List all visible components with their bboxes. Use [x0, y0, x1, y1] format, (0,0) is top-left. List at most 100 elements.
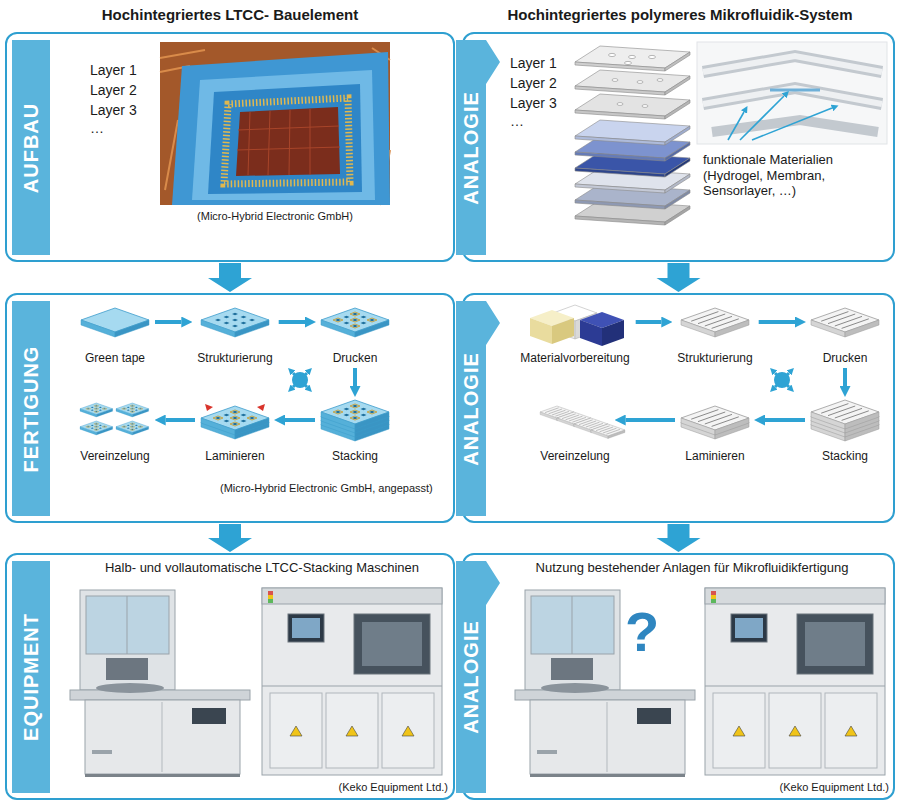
- process-arrow: [626, 418, 675, 422]
- layer-stack: [575, 168, 665, 177]
- column-heading: Hochintegriertes polymeres Mikrofluidik-…: [507, 6, 852, 24]
- arrow-tab-shape: [456, 561, 500, 793]
- ltcc-step-icons: [116, 421, 149, 435]
- ltcc-chip-photo: [237, 109, 340, 175]
- ltcc-step-icons: [333, 404, 377, 420]
- flow-block-arrow: [657, 524, 701, 552]
- iteration-symbol: [293, 373, 295, 375]
- section-tab: AUFBAU: [12, 40, 50, 255]
- flow-block-arrow: [208, 524, 252, 552]
- panel-text: …: [510, 113, 524, 130]
- tab-label: FERTIGUNG: [19, 345, 43, 472]
- ltcc-step-icons: [80, 403, 113, 417]
- text-slot: ?: [625, 598, 659, 665]
- panel-text: funktionale Materialien (Hydrogel, Membr…: [703, 152, 873, 199]
- analogy-arrow-tab: ANALOGIE: [456, 301, 500, 516]
- process-arrow: [765, 418, 805, 422]
- polymer-step-icons: [821, 404, 869, 421]
- text-slot: Nutzung bestehender Anlagen für Mikroflu…: [536, 560, 849, 576]
- stacking-machines: [70, 590, 250, 777]
- tab-label: AUFBAU: [19, 102, 43, 192]
- heading-slot: Hochintegriertes polymeres Mikrofluidik-…: [507, 6, 852, 24]
- text-slot: (Keko Equipment Ltd.): [780, 781, 889, 794]
- stacking-machines: [705, 588, 885, 775]
- step-caption: Drucken: [333, 351, 378, 365]
- iteration-symbol: [775, 373, 777, 375]
- layer-stack: [575, 62, 665, 71]
- panel-text: Layer 1: [510, 55, 557, 72]
- iteration-symbol: [787, 373, 789, 375]
- heading-slot: Hochintegriertes LTCC- Bauelement: [102, 6, 358, 24]
- layer-stack: [665, 142, 690, 161]
- process-arrow: [843, 368, 847, 386]
- process-arrow: [759, 320, 795, 324]
- layer-stack: [612, 79, 618, 82]
- panel-text: (Micro-Hybrid Electronic GmbH): [197, 210, 353, 223]
- microfluidic-3d-view: [752, 108, 832, 140]
- microfluidic-3d-view: [703, 56, 882, 72]
- process-step: Strukturierung: [673, 300, 756, 366]
- section-panel: AUFBAULayer 1Layer 2Layer 3…(Micro-Hybri…: [5, 32, 455, 262]
- process-step: Stacking: [317, 398, 393, 464]
- layer-stack: [665, 190, 690, 209]
- step-caption: Green tape: [85, 351, 145, 365]
- ltcc-step-icons: [87, 405, 106, 412]
- polymer-step-icons: [552, 318, 574, 344]
- microfluidic-3d-view: [703, 56, 882, 72]
- process-arrow: [155, 320, 181, 324]
- polymer-step-icons: [591, 424, 625, 439]
- ltcc-step-icons: [86, 405, 107, 413]
- process-step: Vereinzelung: [536, 398, 613, 464]
- polymer-step-icons: [591, 424, 625, 439]
- tab-label: ANALOGIE: [459, 620, 483, 734]
- analogy-arrow-tab: ANALOGIE: [456, 561, 500, 793]
- layer-stack: [665, 174, 690, 193]
- layer-stack: [625, 61, 632, 64]
- polymer-step-icons: [580, 312, 624, 346]
- panel-text: Layer 3: [90, 102, 137, 119]
- ltcc-step-icons: [123, 423, 142, 430]
- layer-stack: [629, 55, 636, 58]
- iteration-symbol: [292, 372, 308, 388]
- iteration-symbol: [775, 385, 777, 387]
- process-step: Strukturierung: [193, 300, 276, 366]
- analogy-arrow-tab: ANALOGIE: [456, 40, 500, 255]
- polymer-step-icons: [596, 426, 620, 434]
- process-arrow: [636, 320, 662, 324]
- text-slot: (Micro-Hybrid Electronic GmbH): [197, 210, 353, 223]
- iteration-symbol: [292, 372, 790, 388]
- ltcc-step-icons: [80, 308, 389, 441]
- ltcc-step-icons: [257, 404, 265, 411]
- layer-stack: [575, 110, 665, 119]
- microfluidic-3d-view: [728, 112, 744, 140]
- ltcc-step-icons: [122, 405, 143, 413]
- process-step: Laminieren: [197, 398, 273, 464]
- step-caption: Vereinzelung: [80, 449, 149, 463]
- ltcc-chip-photo: [160, 48, 390, 205]
- layer-stack: [575, 86, 665, 95]
- text-slot: (Keko Equipment Ltd.): [339, 781, 448, 794]
- section-tab: FERTIGUNG: [12, 301, 50, 516]
- ltcc-step-icons: [116, 403, 149, 417]
- section-tab: EQUIPMENT: [12, 561, 50, 793]
- step-caption: Strukturierung: [677, 351, 752, 365]
- layer-stack: [665, 206, 690, 225]
- step-caption: Drucken: [823, 351, 868, 365]
- ltcc-step-icons: [122, 423, 143, 431]
- layer-stack: [575, 152, 665, 161]
- microfluidic-3d-view: [703, 88, 882, 104]
- process-step: Drucken: [317, 300, 393, 366]
- ltcc-chip-photo: [160, 42, 390, 205]
- iteration-symbol: [305, 385, 307, 387]
- ltcc-chip-photo: [160, 42, 390, 205]
- microfluidic-3d-view: [697, 42, 887, 144]
- section-panel: ANALOGIE Nutzung bestehender Anlagen für …: [462, 553, 895, 800]
- column-heading: Hochintegriertes LTCC- Bauelement: [102, 6, 358, 24]
- ltcc-step-icons: [201, 308, 269, 337]
- section-panel: ANALOGIEMaterialvorbereitungStrukturieru…: [462, 293, 895, 523]
- text-slot: Layer 1: [510, 55, 557, 72]
- layer-stack: [665, 52, 690, 71]
- text-slot: funktionale Materialien (Hydrogel, Membr…: [703, 152, 873, 199]
